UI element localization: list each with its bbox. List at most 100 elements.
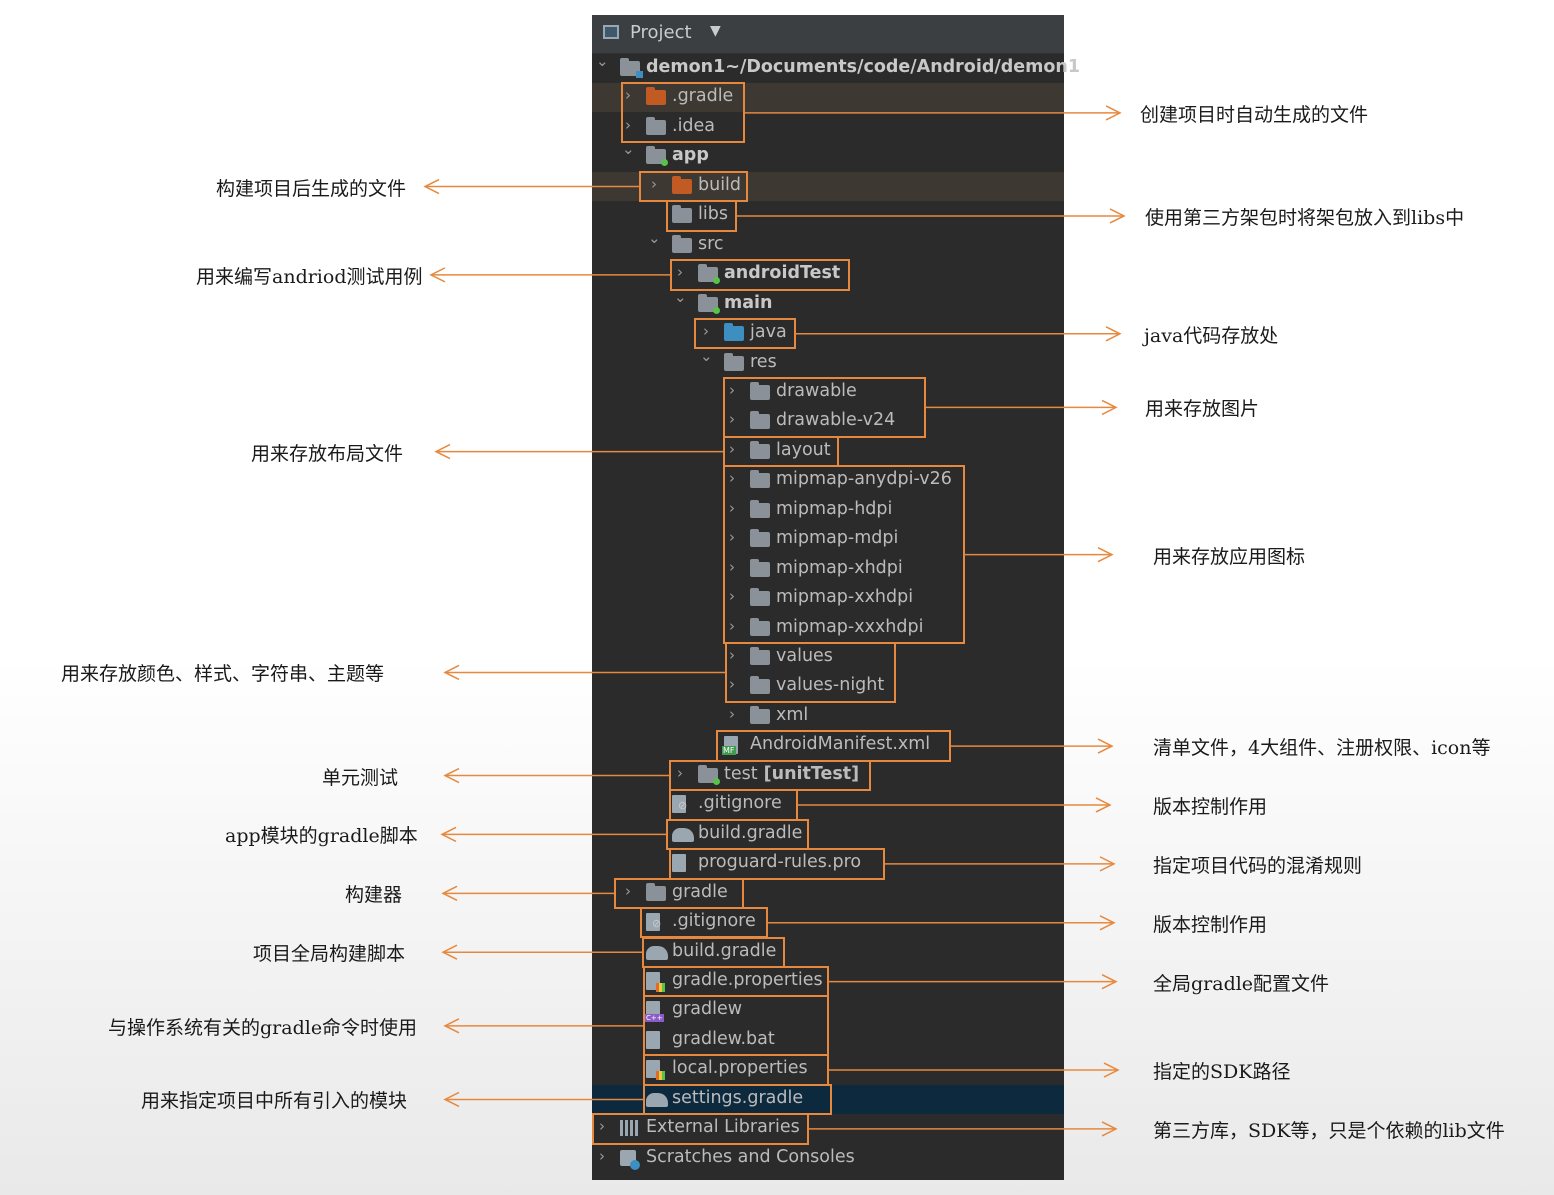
folder-orange-icon: [646, 87, 666, 106]
tree-row-gradle-properties[interactable]: gradle.properties: [592, 967, 1064, 996]
tree-row-java[interactable]: › java: [592, 319, 1064, 348]
chevron-right-icon[interactable]: ›: [729, 675, 735, 694]
chevron-right-icon[interactable]: ›: [625, 881, 631, 900]
chevron-right-icon[interactable]: ›: [625, 115, 631, 134]
tree-row-label: app: [672, 145, 709, 166]
tree-row-label: mipmap-anydpi-v26: [776, 469, 952, 490]
chevron-right-icon[interactable]: ›: [729, 704, 735, 723]
tree-row-drawable[interactable]: › drawable: [592, 378, 1064, 407]
chevron-right-icon[interactable]: ›: [729, 646, 735, 664]
chevron-down-icon[interactable]: ⌄: [596, 52, 609, 70]
tree-row-test[interactable]: ›test[unitTest]: [592, 761, 1064, 790]
chevron-down-icon[interactable]: ⌄: [648, 228, 661, 247]
folder-icon: [750, 647, 770, 665]
tree-row-root-gitignore[interactable]: .gitignore: [592, 908, 1064, 937]
folder-icon: [750, 558, 770, 577]
tree-row-gradlew[interactable]: gradlew: [592, 996, 1064, 1025]
chevron-right-icon[interactable]: ›: [729, 528, 735, 547]
chevron-right-icon[interactable]: ›: [729, 498, 735, 517]
tree-row-mipmap-anydpi-v26[interactable]: › mipmap-anydpi-v26: [592, 466, 1064, 495]
tree-row-layout[interactable]: › layout: [592, 437, 1064, 466]
chevron-right-icon[interactable]: ›: [599, 1146, 605, 1165]
module-badge-icon: [713, 777, 720, 785]
tree-row-manifest[interactable]: AndroidManifest.xml: [592, 731, 1064, 760]
tree-row-mipmap-mdpi[interactable]: ›mipmap-mdpi: [592, 525, 1064, 554]
chevron-right-icon[interactable]: ›: [729, 410, 735, 429]
tree-row-mipmap-xhdpi[interactable]: › mipmap-xhdpi: [592, 555, 1064, 584]
manifest-file-icon: [722, 736, 738, 756]
tree-row-app-gitignore[interactable]: .gitignore: [592, 790, 1064, 819]
tree-row-external-libraries[interactable]: ›External Libraries: [592, 1114, 1064, 1143]
folder-icon: [646, 882, 666, 901]
tree-row-label: settings.gradle: [672, 1087, 804, 1108]
arrowhead-icon: [1105, 326, 1122, 342]
tree-row-androidTest[interactable]: ›androidTest: [592, 260, 1064, 289]
tree-row-label: demon1~/Documents/code/Android/demon1: [646, 57, 1081, 77]
tree-row-mipmap-xxhdpi[interactable]: ›mipmap-xxhdpi: [592, 584, 1064, 613]
chevron-right-icon[interactable]: ›: [729, 380, 735, 399]
tree-row-idea[interactable]: ›.idea: [592, 113, 1064, 142]
tree-row-label: drawable-v24: [776, 410, 896, 431]
arrowhead-icon: [443, 767, 460, 784]
tree-row-proguard[interactable]: proguard-rules.pro: [592, 849, 1064, 878]
chevron-down-icon[interactable]: ⌄: [700, 346, 713, 365]
chevron-right-icon[interactable]: ›: [599, 1117, 605, 1136]
tree-row-app-build-gradle[interactable]: build.gradle: [592, 820, 1064, 849]
source-set-suffix: [unitTest]: [763, 763, 860, 784]
chevron-right-icon[interactable]: ›: [625, 86, 631, 105]
tree-row-res[interactable]: ⌄res: [592, 346, 1064, 378]
chevron-right-icon[interactable]: ›: [729, 557, 735, 576]
panel-title[interactable]: Project: [630, 22, 692, 43]
arrowhead-icon: [1099, 856, 1116, 872]
chevron-right-icon[interactable]: ›: [651, 174, 657, 193]
tree-row-app[interactable]: ⌄ app: [592, 140, 1064, 171]
ann-gradle-dir: 构建器: [345, 884, 403, 907]
tree-row-mipmap-xxxhdpi[interactable]: ›mipmap-xxxhdpi: [592, 614, 1064, 643]
tree-row-gradle-root-dir[interactable]: ›gradle: [592, 879, 1064, 908]
chevron-right-icon[interactable]: ›: [729, 439, 735, 458]
tree-row-label: java: [750, 322, 787, 343]
tree-row-gradlew-bat[interactable]: gradlew.bat: [592, 1026, 1064, 1055]
tree-row-settings-gradle[interactable]: settings.gradle: [592, 1084, 1064, 1114]
folder-icon: [750, 411, 770, 430]
folder-icon: [750, 588, 770, 607]
tree-row-label: drawable: [776, 380, 857, 401]
module-badge-icon: [636, 71, 643, 78]
chevron-right-icon[interactable]: ›: [677, 263, 683, 282]
ann-auto-generated: 创建项目时自动生成的文件: [1140, 103, 1369, 126]
arrowhead-icon: [434, 443, 451, 460]
tree-row-values-night[interactable]: ›values-night: [592, 672, 1064, 701]
ann-gradlew: 与操作系统有关的gradle命令时使用: [108, 1016, 418, 1039]
tree-row-xml[interactable]: ›xml: [592, 702, 1064, 731]
ann-mipmap: 用来存放应用图标: [1153, 545, 1306, 568]
caret-down-icon[interactable]: ▼: [710, 23, 721, 39]
tree-row-libs[interactable]: libs: [592, 201, 1064, 230]
tree-row-scratches[interactable]: ›Scratches and Consoles: [592, 1144, 1064, 1173]
chevron-right-icon[interactable]: ›: [677, 763, 683, 782]
tree-row-drawable-v24[interactable]: › drawable-v24: [592, 407, 1064, 436]
chevron-right-icon[interactable]: ›: [729, 587, 735, 606]
arrowhead-icon: [1101, 399, 1118, 416]
tree-row-main[interactable]: ⌄main: [592, 287, 1064, 319]
ann-build: 构建项目后生成的文件: [216, 177, 407, 200]
chevron-right-icon[interactable]: ›: [729, 469, 735, 488]
tree-row-values[interactable]: ›values: [592, 643, 1064, 672]
tree-row-mipmap-hdpi[interactable]: › mipmap-hdpi: [592, 496, 1064, 525]
tree-row-root-build-gradle[interactable]: build.gradle: [592, 938, 1064, 967]
tree-row-label: layout: [776, 439, 831, 460]
tree-row-local-properties[interactable]: local.properties: [592, 1055, 1064, 1084]
chevron-down-icon[interactable]: ⌄: [674, 287, 687, 306]
tree-row-label: mipmap-xhdpi: [776, 557, 903, 578]
tree-row-gradle-dir[interactable]: ›.gradle: [592, 83, 1064, 113]
tree-row-build[interactable]: ›build: [592, 171, 1064, 201]
arrowhead-icon: [1101, 974, 1118, 990]
tree-row-label: .gitignore: [672, 911, 756, 932]
chevron-right-icon[interactable]: ›: [729, 616, 735, 635]
chevron-down-icon[interactable]: ⌄: [622, 140, 635, 159]
text-file-icon: [672, 854, 686, 873]
chevron-right-icon[interactable]: ›: [703, 322, 709, 341]
tree-row-label: mipmap-hdpi: [776, 498, 893, 519]
tree-row-src[interactable]: ⌄src: [592, 228, 1064, 260]
tree-row-demon1[interactable]: ⌄ demon1~/Documents/code/Android/demon1: [592, 52, 1080, 83]
ann-app-gitignore: 版本控制作用: [1153, 795, 1268, 818]
